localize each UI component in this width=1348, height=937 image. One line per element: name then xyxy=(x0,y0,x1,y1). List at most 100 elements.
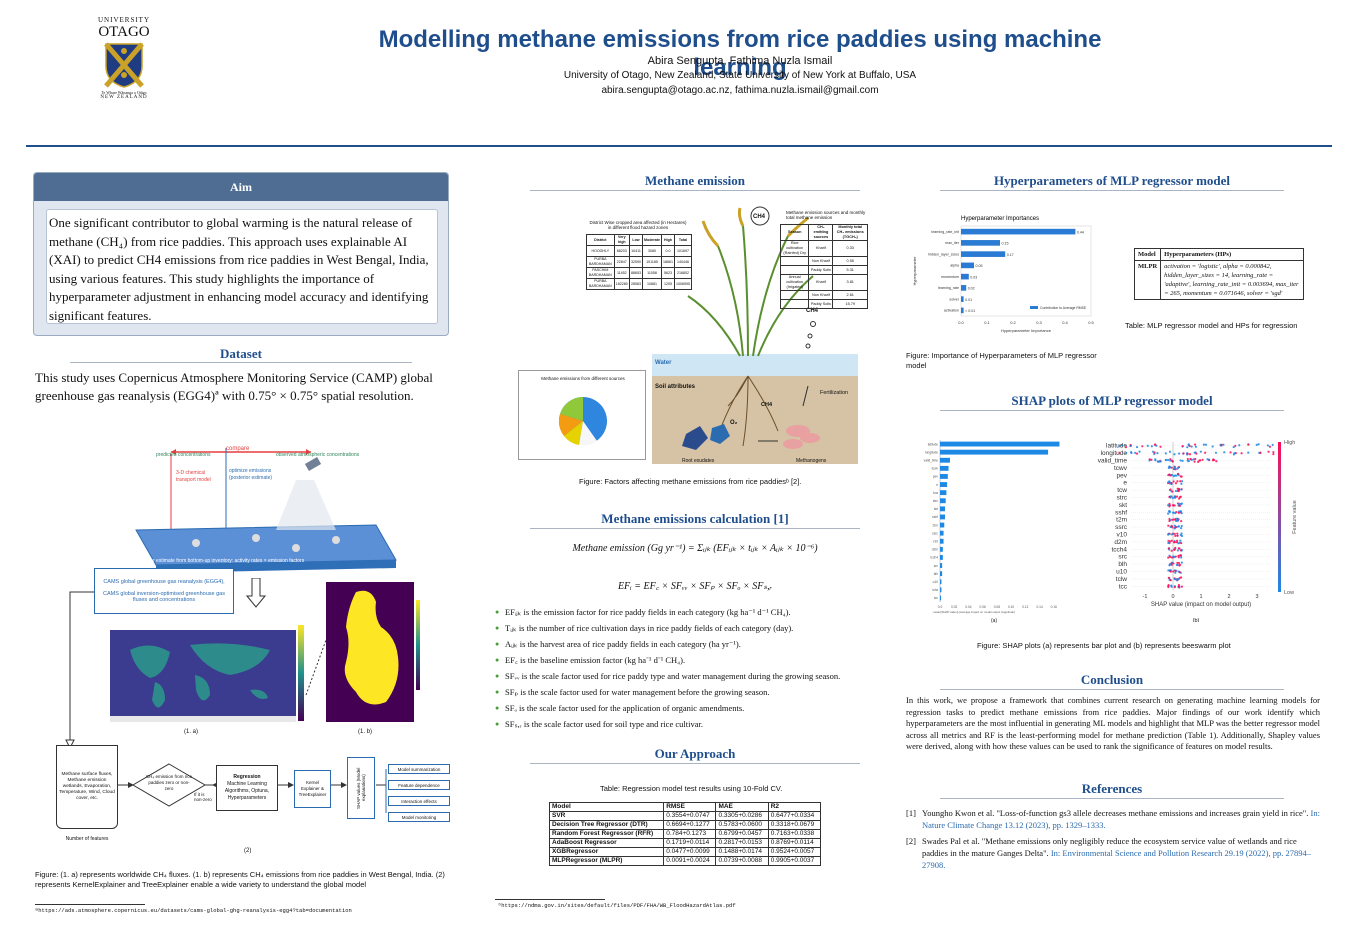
logo-motto: Te Whare Wānanga o Otāgo xyxy=(101,90,147,95)
bar xyxy=(940,441,1060,447)
map-colorbar xyxy=(298,625,304,721)
y-tick-label: pev xyxy=(933,475,939,479)
swarm-point xyxy=(1159,460,1162,463)
swarm-point xyxy=(1190,445,1193,448)
label-1b: (1. b) xyxy=(358,729,373,735)
soil-label: Soil attributes xyxy=(655,384,696,390)
output-model-monitoring: Model monitoring xyxy=(388,812,450,822)
methane-figure: CH4 CH4 Water Soil attributes Fertilizat… xyxy=(518,206,868,468)
y-tick-label: ssrc xyxy=(932,531,938,535)
sources-table-title: Methane emission sources and monthly tot… xyxy=(786,210,866,220)
table-header: Very high xyxy=(613,234,631,246)
swarm-point xyxy=(1180,520,1183,523)
table-cell: 0.784+0.1273 xyxy=(663,829,717,839)
cams-box: CAMS global greenhouse gas reanalysis (E… xyxy=(94,568,234,614)
swarm-point xyxy=(1238,444,1241,447)
dataset-caption: Figure: (1. a) represents worldwide CH₄ … xyxy=(35,870,445,889)
swarm-point xyxy=(1188,453,1192,456)
ch4-label-3: CH4 xyxy=(761,402,773,408)
x-tick-label: 3 xyxy=(1255,594,1258,600)
swarm-point xyxy=(1179,459,1182,462)
logo-name: OTAGO xyxy=(98,24,150,40)
list-item: SFᵥᵥ is the scale factor used for rice p… xyxy=(495,668,895,684)
data-label: 0.05 xyxy=(976,264,983,268)
data-label: < 0.01 xyxy=(965,309,975,313)
swarm-point xyxy=(1179,480,1182,483)
colorbar-low: Low xyxy=(1284,590,1294,596)
y-tick-label: t2m xyxy=(933,523,939,527)
table-cell: 1006595 xyxy=(673,278,693,290)
swarm-point xyxy=(1167,524,1170,527)
swarm-point xyxy=(1170,584,1173,587)
legend-swatch xyxy=(1030,306,1038,309)
root-exudates-label: Root exudates xyxy=(682,458,715,464)
swarm-point xyxy=(1168,450,1172,453)
table-cell: Random Forest Regressor (RFR) xyxy=(548,829,665,839)
shap-values-text: SHAP values (Model explanations) xyxy=(356,767,366,809)
data-label: 0.17 xyxy=(1007,253,1014,257)
ch4-label-2: CH4 xyxy=(806,308,819,314)
swarm-point xyxy=(1159,445,1162,448)
swarm-point xyxy=(1154,459,1157,462)
swarm-point xyxy=(1167,504,1170,507)
table-cell: PASCHIM BARDHAMAN xyxy=(586,267,615,279)
bar xyxy=(940,538,944,544)
table-cell: 0.33 xyxy=(832,240,868,257)
bar xyxy=(940,571,943,577)
swarm-point xyxy=(1175,495,1179,498)
rice-paddy-illustration xyxy=(652,206,858,464)
list-item: Tᵢⱼₖ is the number of rice cultivation d… xyxy=(495,620,895,636)
swarm-point xyxy=(1170,466,1173,469)
table-cell: Paddy Soils xyxy=(808,265,834,275)
y-tick-label: u10 xyxy=(1116,569,1127,576)
legend-label: Contribution to Average RMSE xyxy=(1040,306,1087,310)
swarm-point xyxy=(1174,571,1177,574)
bar xyxy=(940,587,942,593)
reference-source[interactable]: In: Environmental Science and Pollution … xyxy=(922,848,1311,870)
swarm-point xyxy=(1180,561,1183,564)
methanogens-label: Methanogens xyxy=(796,458,827,464)
table-cell: Decision Tree Regressor (DTR) xyxy=(548,820,665,830)
swarm-point xyxy=(1167,585,1170,589)
table-cell: 0.55 xyxy=(832,256,868,266)
shap-rule xyxy=(940,410,1284,411)
swarm-point xyxy=(1173,453,1176,456)
swarm-point xyxy=(1177,547,1180,550)
x-axis-label: Hyperparameter Importance xyxy=(1001,328,1052,333)
y-tick-label: tcch4 xyxy=(1111,546,1127,553)
y-tick-label: tcc xyxy=(1119,583,1128,590)
observed-label: observed atmospheric concentrations xyxy=(276,452,360,458)
swarm-point xyxy=(1186,459,1189,462)
swarm-point xyxy=(1176,532,1179,535)
bar xyxy=(940,457,950,463)
table-cell xyxy=(779,256,810,266)
table-cell: 5.31 xyxy=(832,265,868,275)
list-item: SFₛ,ᵣ is the scale factor used for soil … xyxy=(495,716,895,732)
poster-authors: Abira Sengupta, Fathima Nuzla Ismail xyxy=(647,55,833,67)
swarm-point xyxy=(1272,452,1275,456)
swarm-point xyxy=(1179,534,1183,537)
reference-text: Youngho Kwon et al. "Loss-of-function gs… xyxy=(922,808,1309,818)
table-cell: 88203 xyxy=(613,245,631,257)
table-cell: 101697 xyxy=(673,245,693,257)
data-label: 0.02 xyxy=(968,287,975,291)
swarm-point xyxy=(1195,452,1198,455)
swarm-point xyxy=(1194,445,1197,448)
reference-source[interactable]: In: Nature Climate Change 13.12 (2023), … xyxy=(922,808,1320,830)
swarm-point xyxy=(1120,444,1123,447)
table-header: District xyxy=(586,234,615,246)
swarm-point xyxy=(1267,450,1270,453)
x-axis-label: mean(|SHAP value|) (average impact on mo… xyxy=(933,610,1015,614)
x-tick-label: 0.4 xyxy=(1062,320,1068,325)
cams-inversion-label: CAMS global inversion-optimised greenhou… xyxy=(103,591,225,603)
references-list: [1] Youngho Kwon et al. "Loss-of-functio… xyxy=(906,807,1320,875)
x-tick-label: 0.0 xyxy=(938,605,943,609)
swarm-point xyxy=(1180,526,1183,530)
swarm-point xyxy=(1172,480,1175,483)
hp-table-values: activation = 'logistic', alpha = 0.00084… xyxy=(1160,260,1304,300)
swarm-point xyxy=(1229,451,1232,454)
swarm-point xyxy=(1152,450,1155,453)
